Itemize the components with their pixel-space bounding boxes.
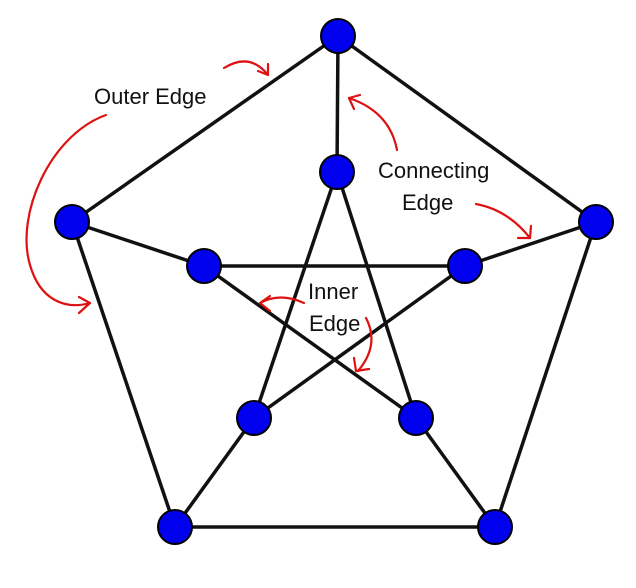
outer-edge-arrow-top [222,60,270,77]
inner-edge [202,264,418,420]
arrowhead [352,356,371,373]
inner-edge-label-line1: Inner [308,279,358,304]
outer-edge-label: Outer Edge [94,84,207,109]
arrowhead [77,295,92,315]
inner-edge [252,170,339,420]
arrowhead [258,294,272,313]
connecting-edge-arrow-right [474,202,532,240]
inner-edge [252,264,467,420]
connecting-edge [414,416,497,529]
inner-vertex-top [319,154,355,190]
outer-edge [70,220,177,529]
outer-edge [70,34,340,224]
arrowhead [347,93,362,111]
outer-vertex-left [54,204,90,240]
inner-edge-arrow-down [356,316,373,373]
connecting-edges [70,34,598,529]
vertices [54,18,614,545]
outer-vertex-bottom-left [157,509,193,545]
annotation-arrows [25,60,533,373]
connecting-edge [70,220,206,268]
inner-edge-label-line2: Edge [309,311,360,336]
connecting-edge-label-line2: Edge [402,190,453,215]
inner-vertex-bottom-left [236,400,272,436]
labels: Outer Edge Connecting Edge Inner Edge [94,84,489,336]
outer-vertex-right [578,204,614,240]
connecting-edge [463,220,598,268]
inner-vertex-right [447,248,483,284]
outer-edge-arrow-left [25,113,108,307]
outer-edge [493,220,598,529]
arrowhead [256,62,270,77]
outer-vertex-top [320,18,356,54]
inner-vertex-left [186,248,222,284]
outer-edges [70,34,598,529]
inner-edges [202,170,467,420]
inner-edge [335,170,418,420]
outer-edge [336,34,598,224]
outer-vertex-bottom-right [477,509,513,545]
connecting-edge-arrow-top [347,96,399,152]
connecting-edge-label-line1: Connecting [378,158,489,183]
arrowhead [516,224,533,240]
inner-vertex-bottom-right [398,400,434,436]
connecting-edge [173,416,256,529]
connecting-edge [335,34,340,174]
